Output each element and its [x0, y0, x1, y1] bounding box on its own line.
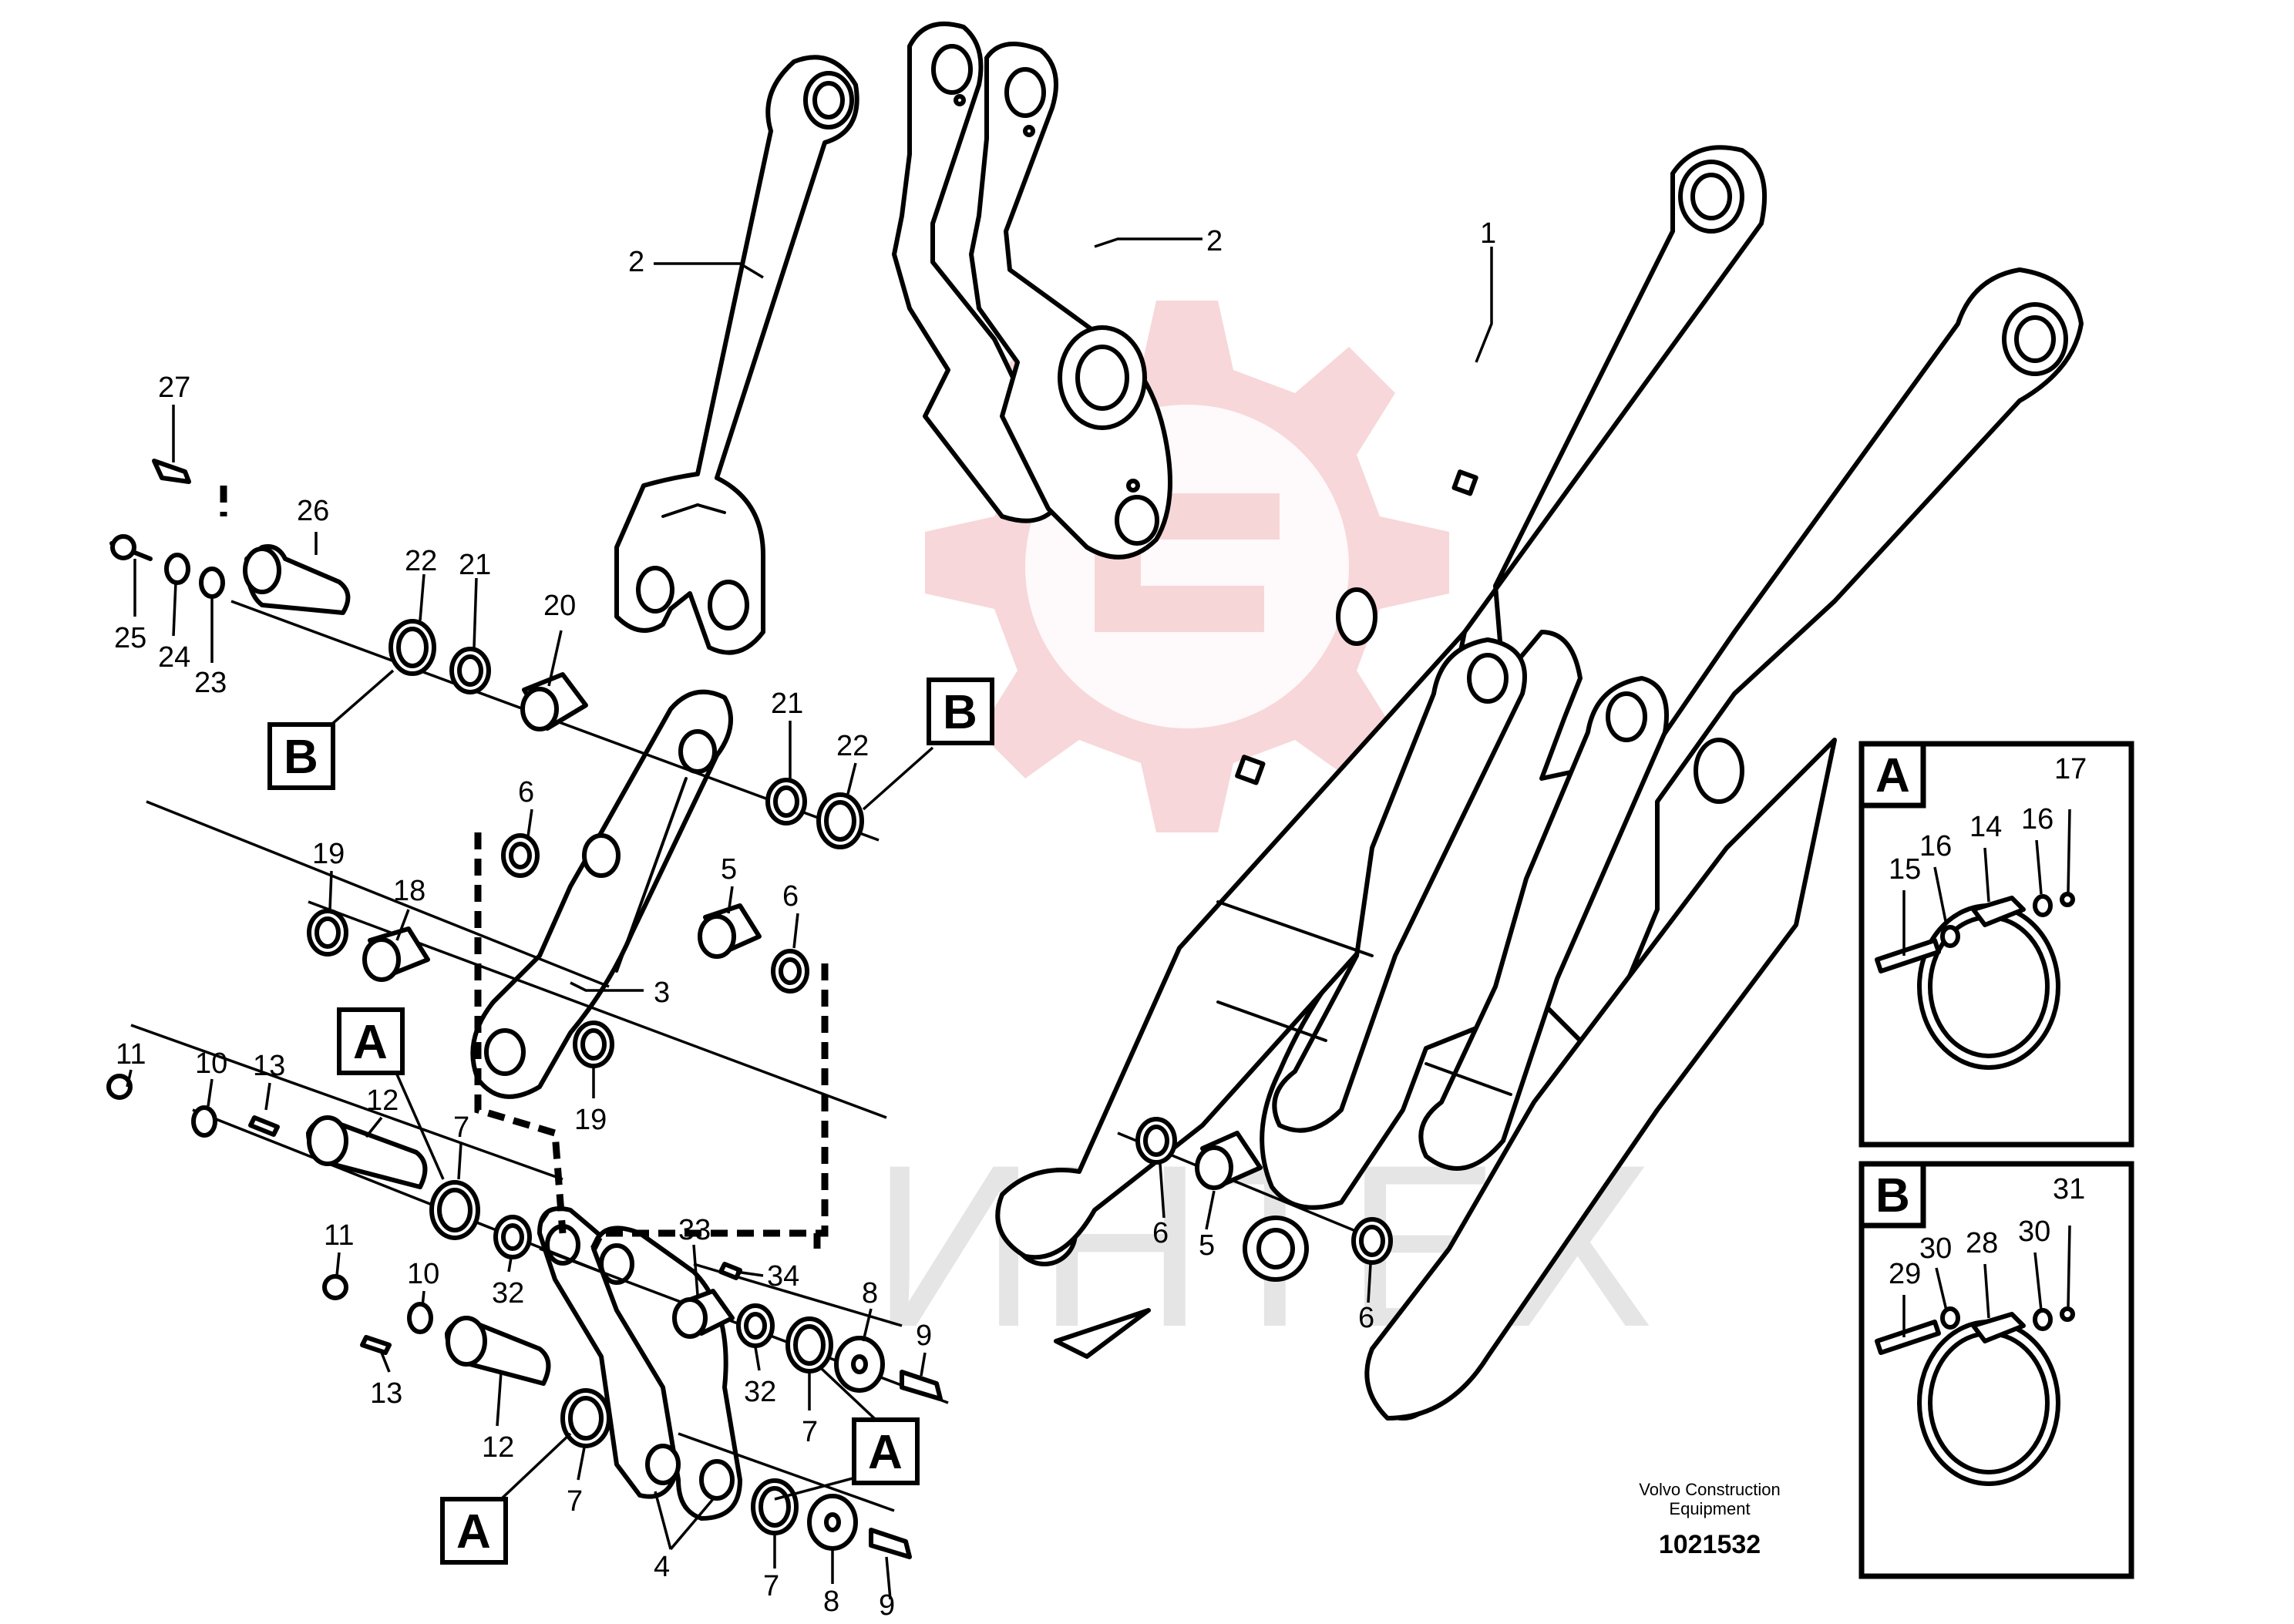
company-name-line2: Equipment — [1669, 1499, 1750, 1518]
callout-19-lower: 19 — [574, 1104, 607, 1136]
callout-27: 27 — [158, 372, 190, 404]
callout-10-lower: 10 — [407, 1258, 439, 1290]
callout-labels: 2 2 1 27 26 25 24 23 22 21 20 21 22 6 19… — [114, 217, 1496, 1622]
callout-1: 1 — [1480, 217, 1496, 250]
callout-19-upper: 19 — [312, 838, 345, 870]
callout-7-upper-left: 7 — [453, 1111, 469, 1144]
callout-7-upper-right: 7 — [802, 1416, 818, 1448]
callout-12-lower: 12 — [482, 1431, 514, 1464]
svg-text:A: A — [868, 1426, 903, 1479]
callout-6-upper: 6 — [518, 776, 534, 809]
callout-22-left: 22 — [405, 545, 437, 577]
svg-text:B: B — [943, 686, 977, 739]
callout-18: 18 — [393, 875, 426, 907]
detail-a-callout-15: 15 — [1889, 853, 1921, 886]
callout-8-lower: 8 — [823, 1585, 839, 1618]
callout-24: 24 — [158, 641, 190, 674]
part-bracket-plates — [537, 1206, 742, 1521]
marker-b-right: B — [927, 678, 994, 745]
callout-32-left: 32 — [492, 1277, 524, 1310]
callout-9-upper: 9 — [916, 1320, 932, 1352]
drawing-number: 1021532 — [1659, 1530, 1761, 1559]
svg-text:A: A — [353, 1016, 388, 1069]
callout-6-mid: 6 — [782, 880, 799, 913]
detail-b-callout-31: 31 — [2053, 1173, 2085, 1205]
callout-10-upper: 10 — [195, 1047, 227, 1080]
callout-8-upper: 8 — [862, 1277, 878, 1310]
callout-32-right: 32 — [744, 1376, 776, 1408]
callout-5-boom: 5 — [1199, 1229, 1215, 1262]
callout-7-lower-right: 7 — [763, 1570, 779, 1602]
footer-block: Volvo Construction Equipment 1021532 — [1639, 1480, 1780, 1559]
callout-3: 3 — [654, 977, 670, 1009]
callout-2-rod: 2 — [628, 246, 644, 278]
marker-a-bottom: A — [440, 1497, 508, 1565]
small-parts — [106, 459, 1393, 1559]
detail-b-callout-30-left: 30 — [1919, 1232, 1952, 1265]
callout-12-upper: 12 — [366, 1084, 399, 1117]
dashed-assembly-links — [220, 486, 829, 1251]
part-boom — [995, 145, 2084, 1421]
detail-b-callout-28: 28 — [1966, 1227, 1998, 1259]
svg-text:B: B — [284, 731, 318, 784]
callout-7-lower-left: 7 — [567, 1485, 583, 1518]
detail-b-title: B — [1875, 1169, 1910, 1222]
callout-2-plates: 2 — [1206, 225, 1223, 257]
callout-20: 20 — [543, 590, 576, 622]
callout-33: 33 — [678, 1214, 711, 1246]
callout-26: 26 — [297, 495, 329, 527]
callout-5-upper: 5 — [721, 853, 737, 886]
part-link-rod — [614, 55, 859, 655]
part-lever — [470, 689, 733, 1099]
callout-4: 4 — [654, 1551, 670, 1583]
callout-21-left: 21 — [459, 549, 491, 581]
detail-view-b: B 28 30 30 31 29 — [1858, 1161, 2134, 1579]
callout-13-lower: 13 — [370, 1377, 402, 1410]
detail-a-callout-16-left: 16 — [1919, 830, 1952, 862]
svg-text:A: A — [456, 1505, 491, 1558]
marker-a-right: A — [852, 1417, 920, 1485]
callout-25: 25 — [114, 622, 146, 654]
part-link-plates — [892, 21, 1172, 560]
callout-6-boom-left: 6 — [1152, 1217, 1169, 1249]
marker-b-left: B — [267, 722, 335, 790]
detail-a-callout-17: 17 — [2054, 753, 2087, 785]
callout-6-boom-right: 6 — [1358, 1302, 1374, 1334]
detail-view-a: A 14 16 16 17 15 — [1858, 741, 2134, 1148]
callout-23: 23 — [194, 667, 227, 699]
callout-22-right: 22 — [836, 730, 869, 762]
detail-a-callout-14: 14 — [1969, 811, 2002, 843]
detail-a-callout-16-right: 16 — [2021, 803, 2054, 836]
detail-a-title: A — [1875, 749, 1910, 802]
callout-11-lower: 11 — [324, 1219, 354, 1252]
callout-21-right: 21 — [771, 688, 803, 720]
callout-9-lower: 9 — [879, 1589, 895, 1620]
callout-13-upper: 13 — [253, 1050, 285, 1082]
company-name-line1: Volvo Construction — [1639, 1480, 1780, 1499]
detail-b-callout-29: 29 — [1889, 1258, 1921, 1290]
marker-a-left: A — [337, 1007, 405, 1075]
callout-11-upper: 11 — [116, 1038, 146, 1071]
detail-b-callout-30-right: 30 — [2018, 1215, 2050, 1248]
callout-34: 34 — [767, 1260, 799, 1293]
